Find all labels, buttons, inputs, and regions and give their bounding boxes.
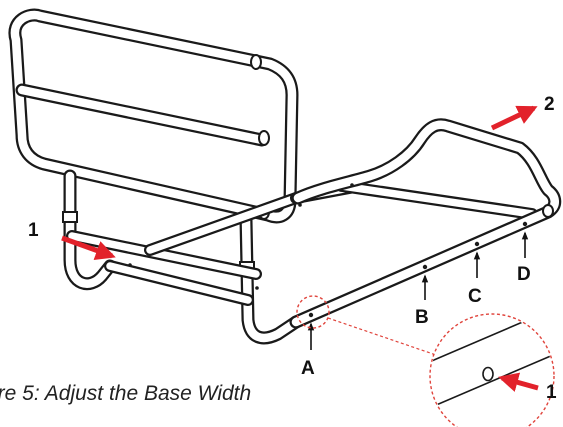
callout-1-zoom: 1 — [546, 382, 557, 403]
adjustment-holes — [128, 183, 528, 318]
right-leg — [239, 213, 303, 345]
callout-1-left: 1 — [28, 220, 39, 241]
hole-d — [522, 221, 528, 227]
base-extension — [289, 118, 562, 329]
zoom-callout: 1 — [296, 295, 557, 427]
callout-2: 2 — [544, 94, 555, 115]
label-b: B — [415, 307, 429, 328]
zoom-source-circle — [296, 295, 330, 329]
left-leg-collar — [62, 211, 78, 223]
handrail-frame — [8, 8, 299, 224]
hole-a — [308, 312, 314, 318]
left-leg — [62, 169, 117, 291]
label-a: A — [301, 358, 315, 379]
hole-pointers — [307, 231, 529, 350]
push-arrow-zoom — [498, 372, 539, 392]
hole-b — [422, 264, 428, 270]
hole-c — [474, 241, 480, 247]
label-d: D — [517, 264, 531, 285]
pull-arrow — [490, 105, 538, 131]
push-arrow-left — [61, 235, 116, 260]
detail-button-hole — [482, 366, 494, 382]
figure-caption: ure 5: Adjust the Base Width — [0, 382, 252, 405]
label-c: C — [468, 286, 482, 307]
